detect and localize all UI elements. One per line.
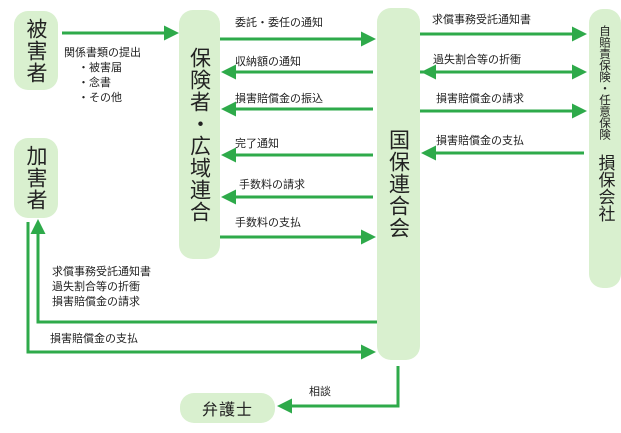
label-consultation: 相談 [309,385,331,398]
perpetrator-request-list: 求償事務受託通知書 過失割合等の折衝 損害賠償金の請求 [52,264,151,309]
perpetrator-box: 加害者 [14,138,58,218]
federation-label: 国保連合会 [386,129,411,239]
arrow-perpetrator-to-federation [26,222,376,360]
perpetrator-request-line: 求償事務受託通知書 [52,265,151,278]
label-perpetrator-payment: 損害賠償金の支払 [50,332,138,345]
lawyer-box: 弁護士 [180,393,275,423]
insurance-company-sub-label: 自賠責保険・任意保険 [598,25,612,140]
victim-label: 被害者 [24,17,48,84]
insurer-box: 保険者・広域連合 [179,10,220,259]
federation-box: 国保連合会 [377,8,420,360]
label-fee-request: 手数料の請求 [239,178,305,191]
lawyer-label: 弁護士 [201,400,253,419]
label-claim-notice: 求償事務受託通知書 [432,13,531,26]
victim-documents: 関係書類の提出 ・被害届 ・念書 ・その他 [64,45,141,105]
victim-box: 被害者 [14,11,58,90]
arrow-federation-to-perpetrator [30,219,377,324]
label-receipt-notice: 収納額の通知 [235,55,301,68]
label-damage-request: 損害賠償金の請求 [436,92,524,105]
victim-documents-item: ・念書 [78,76,111,89]
label-completion-notice: 完了通知 [235,137,279,150]
label-damage-payment-company: 損害賠償金の支払 [436,134,524,147]
insurer-label: 保険者・広域連合 [187,46,212,223]
label-negotiation: 過失割合等の折衝 [433,53,521,66]
perpetrator-request-line: 損害賠償金の請求 [52,295,140,308]
label-commission-notice: 委託・委任の通知 [235,16,323,29]
insurance-company-main-label: 損保会社 [594,154,615,222]
label-fee-payment: 手数料の支払 [235,216,301,229]
arrow-consultation [277,366,400,414]
victim-documents-title: 関係書類の提出 [64,46,141,59]
victim-documents-item: ・その他 [78,91,122,104]
perpetrator-label: 加害者 [24,145,48,211]
perpetrator-request-line: 過失割合等の折衝 [52,280,140,293]
victim-documents-item: ・被害届 [78,61,122,74]
label-damage-transfer: 損害賠償金の振込 [235,92,323,105]
insurance-company-box: 自賠責保険・任意保険 損保会社 [589,9,621,288]
